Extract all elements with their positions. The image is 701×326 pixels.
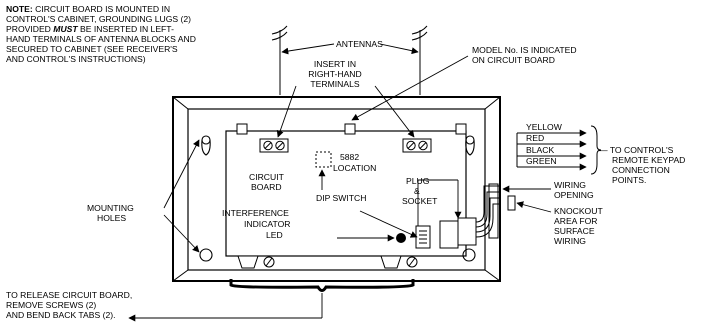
board-tab	[455, 123, 467, 135]
note-line-3b: BE INSERTED IN LEFT-	[78, 24, 174, 34]
model-label-1: MODEL No. IS INDICATED	[472, 45, 577, 55]
mounting-hole	[465, 135, 475, 156]
plug-label-2: &	[414, 186, 420, 196]
plug-label-1: PLUG	[406, 176, 430, 186]
note-line-4: HAND TERMINALS OF ANTENNA BLOCKS AND	[6, 34, 196, 44]
cabinet-enclosure	[172, 96, 501, 282]
antenna-right	[411, 25, 428, 95]
note-prefix: NOTE:	[6, 4, 33, 14]
interference-label-2: INDICATOR	[244, 219, 290, 229]
antenna-left	[271, 25, 288, 95]
keypad-bracket	[590, 125, 602, 175]
antenna-terminal-block-left	[259, 138, 289, 153]
mounting-holes-label-2: HOLES	[97, 213, 126, 223]
mounting-hole	[462, 248, 476, 262]
release-tab	[380, 255, 402, 269]
installation-note: NOTE: CIRCUIT BOARD IS MOUNTED IN CONTRO…	[6, 4, 196, 64]
board-tab	[344, 123, 356, 135]
model-label-2: ON CIRCUIT BOARD	[472, 55, 555, 65]
release-screw	[263, 256, 275, 268]
release-screw	[406, 256, 418, 268]
location-label-1: 5882	[340, 152, 359, 162]
plug-and-socket	[439, 217, 477, 249]
mounting-holes-label-1: MOUNTING	[87, 203, 134, 213]
knockout-area	[507, 195, 516, 211]
note-line-5: SECURED TO CABINET (SEE RECEIVER'S	[6, 44, 178, 54]
release-label-1: TO RELEASE CIRCUIT BOARD,	[6, 290, 132, 300]
to-control-label-3: CONNECTION	[612, 165, 670, 175]
note-emphasis: MUST	[53, 24, 78, 34]
dip-switch	[415, 225, 431, 249]
note-line-1: CIRCUIT BOARD IS MOUNTED IN	[33, 4, 170, 14]
location-label-2: LOCATION	[333, 163, 376, 173]
circuit-board-label-1: CIRCUIT	[249, 172, 285, 182]
to-control-label-4: POINTS.	[612, 175, 646, 185]
svg-text:NOTE: CIRCUIT BOARD IS MOUNTED: NOTE: CIRCUIT BOARD IS MOUNTED IN	[6, 4, 170, 14]
mounting-hole	[201, 135, 211, 156]
wire-bundle	[475, 183, 500, 239]
svg-text:PROVIDED MUST BE INSERTED IN L: PROVIDED MUST BE INSERTED IN LEFT-	[6, 24, 174, 34]
insert-label-3: TERMINALS	[310, 79, 359, 89]
wiring-opening-label-2: OPENING	[554, 190, 594, 200]
knockout-label-1: KNOCKOUT	[554, 206, 603, 216]
antenna-terminal-block-right	[402, 138, 432, 153]
knockout-label-4: WIRING	[554, 236, 586, 246]
interference-label-1: INTERFERENCE	[222, 208, 289, 218]
knockout-label-2: AREA FOR	[554, 216, 597, 226]
plug-label-3: SOCKET	[402, 196, 438, 206]
insert-label-2: RIGHT-HAND	[308, 69, 361, 79]
note-line-3a: PROVIDED	[6, 24, 53, 34]
release-tab	[237, 255, 259, 269]
note-line-6: AND CONTROL'S INSTRUCTIONS)	[6, 54, 146, 64]
to-control-label-2: REMOTE KEYPAD	[612, 155, 685, 165]
wire-black-label: BLACK	[526, 145, 554, 155]
to-control-label-1: — TO CONTROL'S	[599, 145, 674, 155]
circuit-board	[225, 123, 467, 269]
note-line-2: CONTROL'S CABINET, GROUNDING LUGS (2)	[6, 14, 191, 24]
wire-green-label: GREEN	[526, 156, 557, 166]
release-label-3: AND BEND BACK TABS (2).	[6, 310, 116, 320]
circuit-board-label-2: BOARD	[251, 182, 282, 192]
wire-yellow-label: YELLOW	[526, 122, 563, 132]
mounting-hole	[199, 248, 213, 262]
wire-colors: YELLOW RED BLACK GREEN	[516, 122, 602, 175]
wiring-opening-label-1: WIRING	[554, 180, 586, 190]
knockout-label-3: SURFACE	[554, 226, 595, 236]
antennas-label: ANTENNAS	[336, 39, 383, 49]
board-tab	[236, 123, 248, 135]
receiver-location-box	[315, 151, 332, 168]
wire-red-label: RED	[526, 133, 544, 143]
insert-label-1: INSERT IN	[314, 59, 356, 69]
release-label-2: REMOVE SCREWS (2)	[6, 300, 96, 310]
dip-switch-label: DIP SWITCH	[316, 193, 366, 203]
interference-label-3: LED	[266, 230, 283, 240]
interference-led	[396, 233, 406, 243]
leader-lines	[128, 43, 552, 322]
